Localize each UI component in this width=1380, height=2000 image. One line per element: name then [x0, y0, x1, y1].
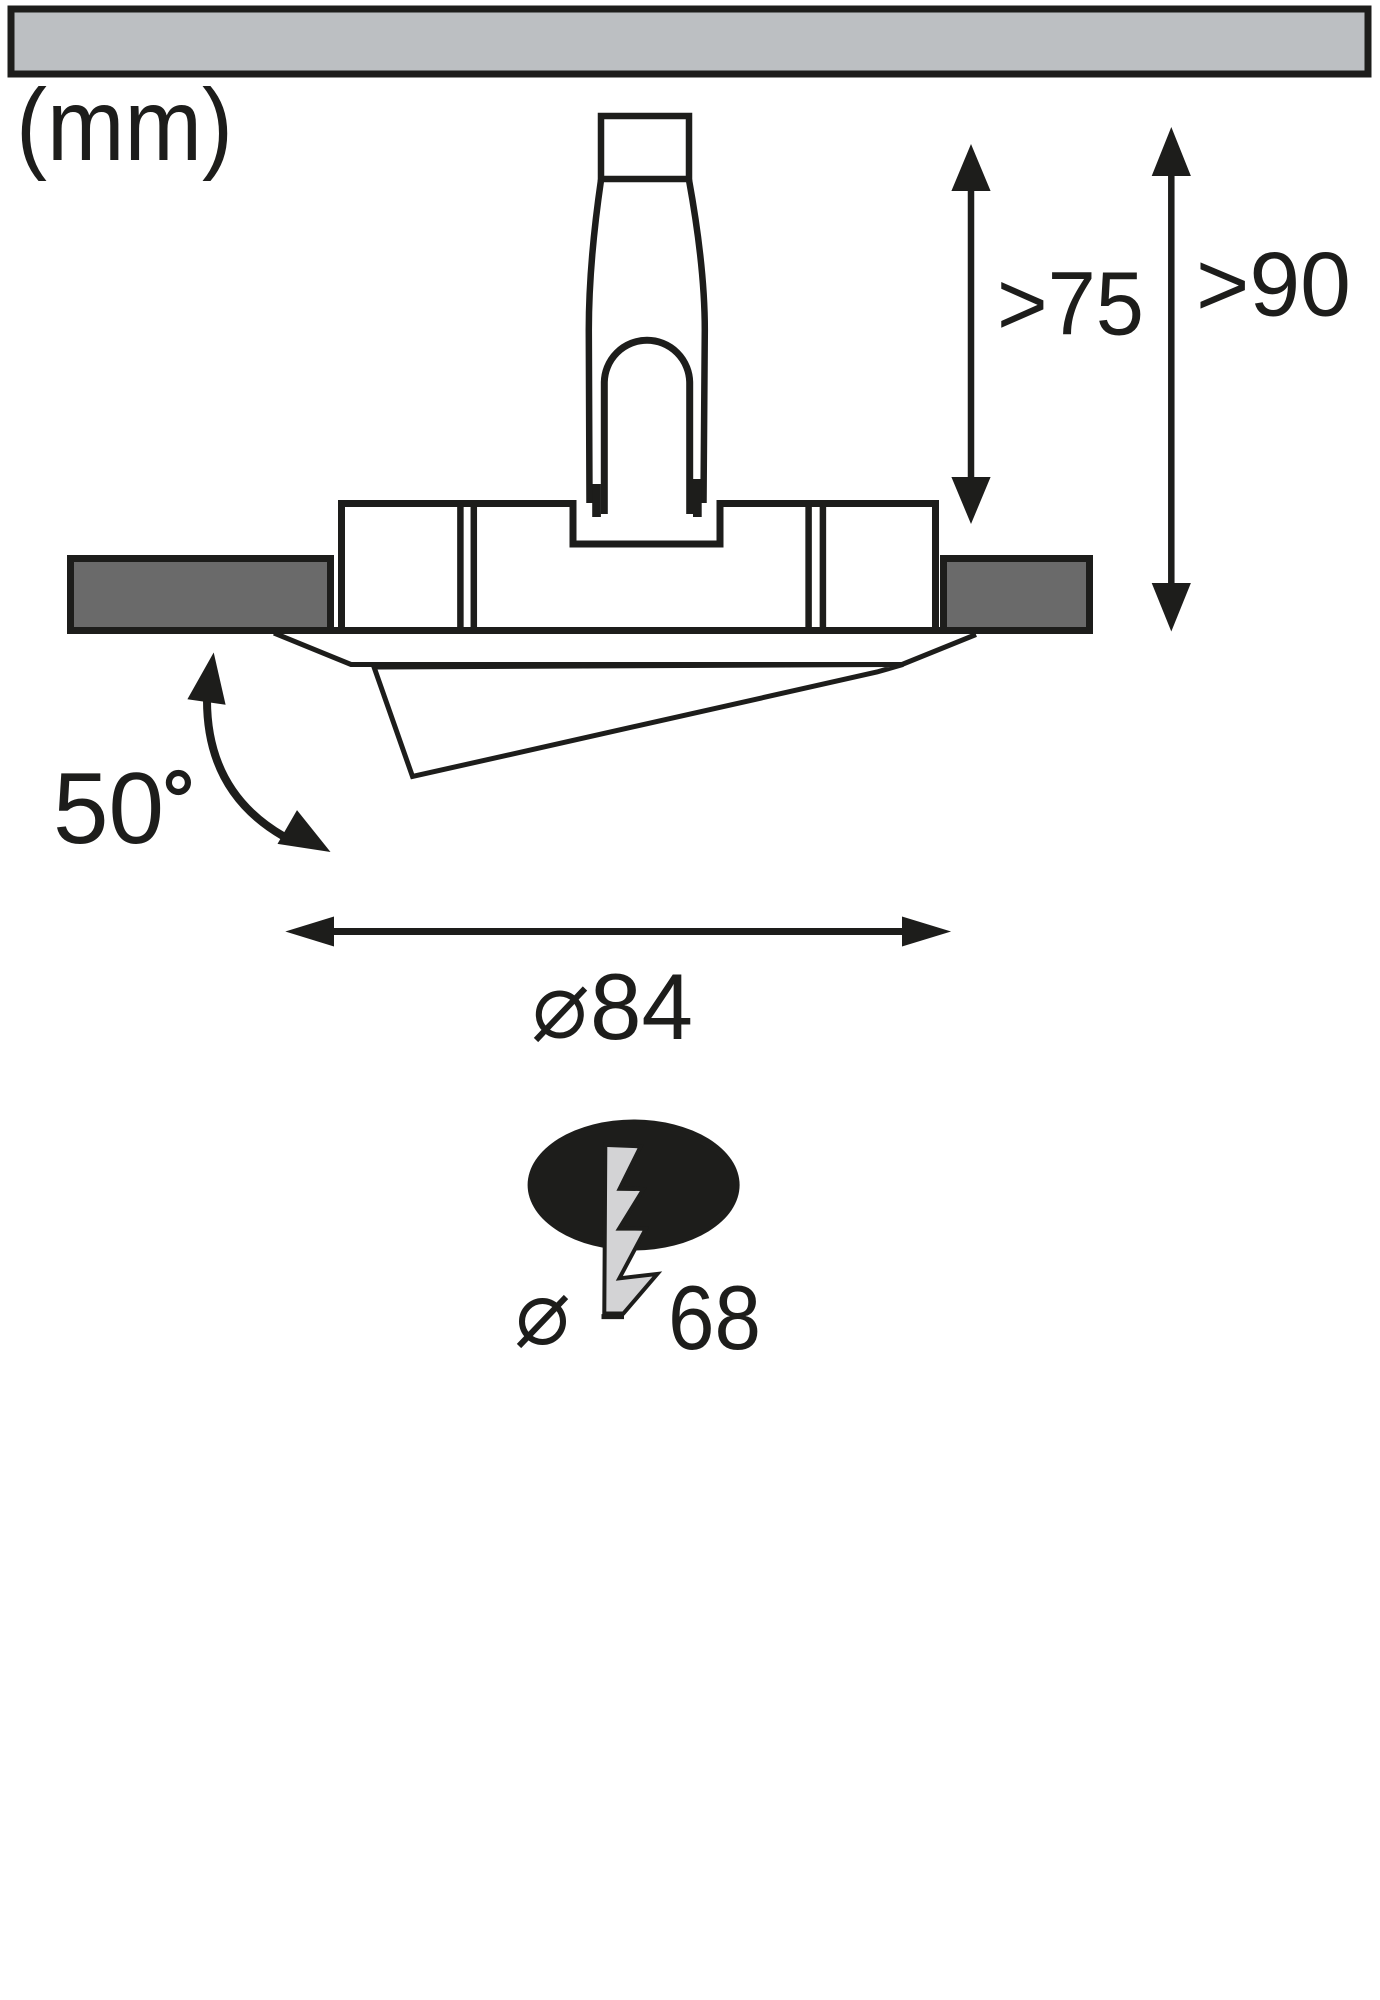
svg-text:>90: >90 [1196, 235, 1351, 336]
svg-text:>75: >75 [997, 255, 1144, 355]
svg-text:(mm): (mm) [16, 68, 233, 182]
svg-text:50: 50 [53, 753, 164, 865]
svg-text:68: 68 [668, 1268, 761, 1369]
svg-text:84: 84 [590, 954, 693, 1059]
